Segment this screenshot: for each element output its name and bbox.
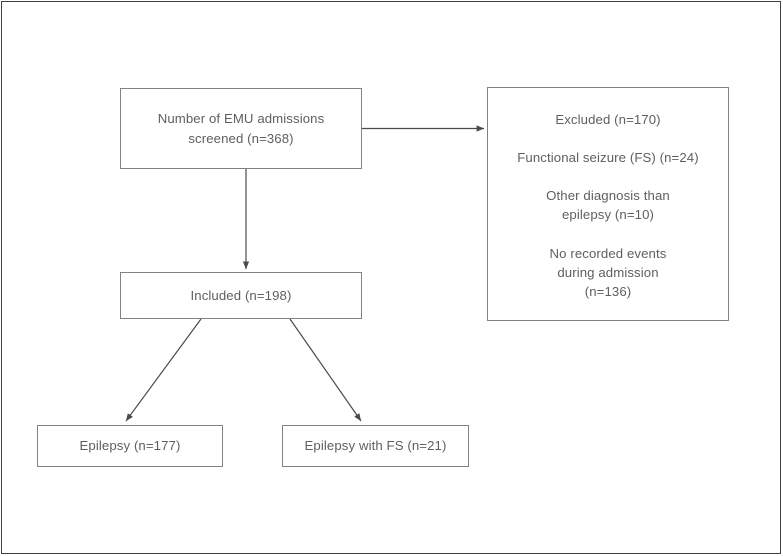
arrow-included-to-epilepsy [125, 318, 202, 422]
excluded-total-line-1: Excluded (n=170) [555, 112, 661, 127]
node-excluded: Excluded (n=170) Functional seizure (FS)… [487, 87, 729, 321]
excluded-fs-line-1: Functional seizure (FS) (n=24) [517, 150, 699, 166]
node-epilepsy-fs-line-1: Epilepsy with FS (n=21) [304, 438, 447, 454]
node-screened-line-1: Number of EMU admissions [157, 111, 325, 127]
excluded-group-functional-seizure: Functional seizure (FS) (n=24) [517, 148, 698, 167]
node-screened-line-2: screened (n=368) [188, 130, 294, 146]
node-included-line-1: Included (n=198) [190, 287, 292, 303]
excluded-group-no-recorded-events: No recorded events during admission (n=1… [550, 244, 667, 301]
node-epilepsy-with-fs: Epilepsy with FS (n=21) [282, 425, 469, 467]
excluded-norec-line-2: during admission [557, 264, 659, 280]
excluded-other-line-1: Other diagnosis than [546, 188, 670, 204]
node-epilepsy: Epilepsy (n=177) [37, 425, 223, 467]
node-epilepsy-line-1: Epilepsy (n=177) [79, 438, 181, 454]
node-screened: Number of EMU admissions screened (n=368… [120, 88, 362, 169]
arrow-included-to-epilepsy-fs [289, 318, 362, 422]
excluded-group-total: Excluded (n=170) [555, 110, 660, 129]
excluded-group-other-diagnosis: Other diagnosis than epilepsy (n=10) [546, 186, 670, 224]
node-included: Included (n=198) [120, 272, 362, 319]
excluded-other-line-2: epilepsy (n=10) [561, 207, 655, 223]
excluded-norec-line-1: No recorded events [549, 245, 667, 261]
excluded-norec-line-3: (n=136) [584, 283, 632, 299]
